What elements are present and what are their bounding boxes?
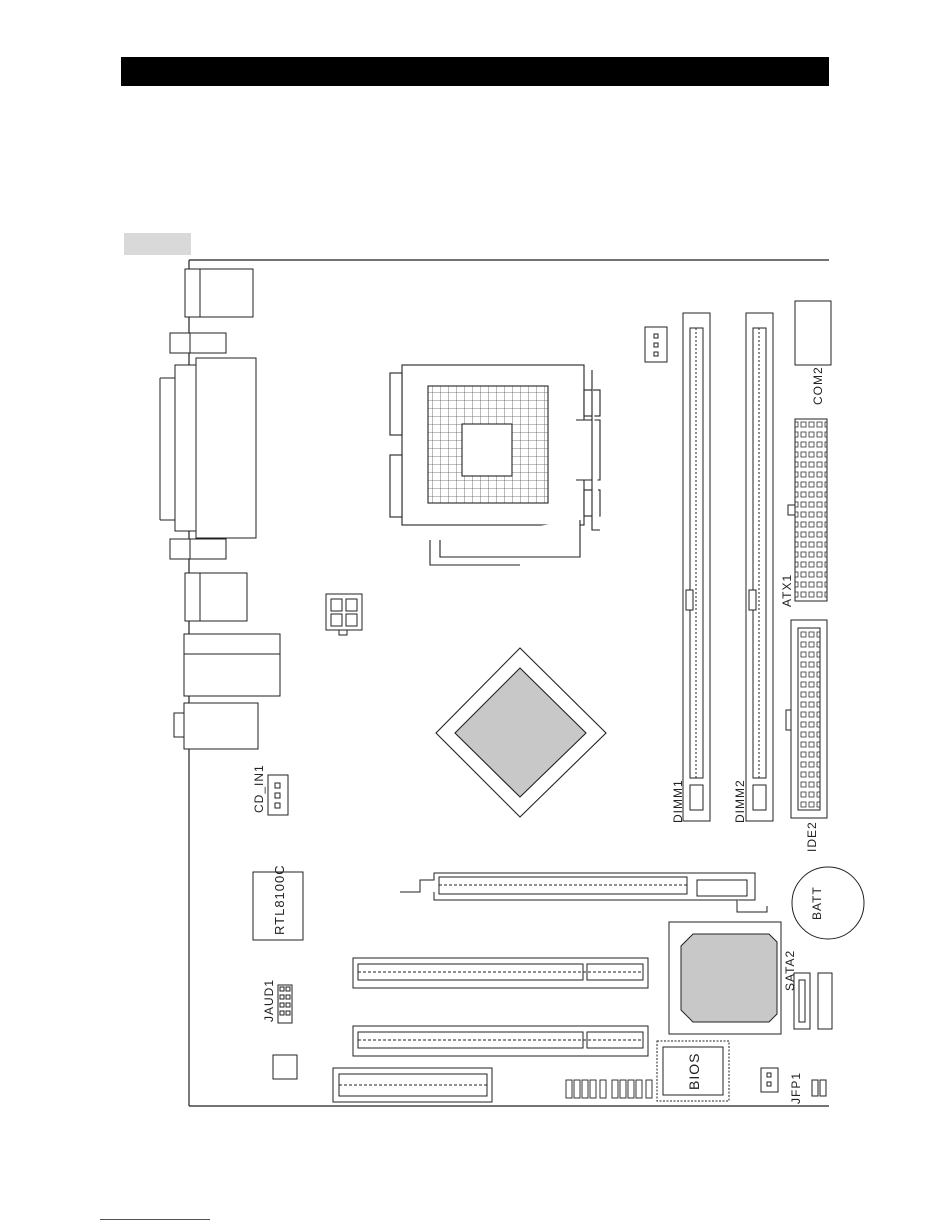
atx-12v-power xyxy=(326,594,362,635)
bottom-slot xyxy=(333,1068,492,1102)
pci-slot-2 xyxy=(353,1026,648,1056)
dimm2-slot xyxy=(746,313,773,821)
ide2-connector xyxy=(786,620,827,818)
cpu-fan-header xyxy=(645,327,667,362)
com2-header xyxy=(795,301,831,365)
footer-rule xyxy=(100,1219,210,1220)
small-chip xyxy=(273,1055,297,1079)
dimm2-label: DIMM2 xyxy=(733,779,747,823)
dimm1-label: DIMM1 xyxy=(671,779,685,823)
ide2-label: IDE2 xyxy=(805,821,819,852)
com2-label: COM2 xyxy=(811,366,825,405)
bottom-pin-headers xyxy=(566,1080,652,1098)
pcie-slot xyxy=(400,873,767,912)
bios-label: BIOS xyxy=(686,1053,702,1090)
battery xyxy=(792,867,864,939)
jaud1-label: JAUD1 xyxy=(262,979,276,1022)
jfp1-label: JFP1 xyxy=(789,1072,803,1104)
sata2-label: SATA2 xyxy=(783,950,797,991)
lan-port xyxy=(184,634,280,696)
ps2-port xyxy=(185,269,253,317)
cd-in1-connector xyxy=(268,775,288,815)
northbridge-chip xyxy=(436,648,606,817)
parallel-port xyxy=(160,358,256,538)
pci-slot-1 xyxy=(353,958,648,988)
sata2-connector xyxy=(794,973,832,1029)
batt-label: BATT xyxy=(810,886,824,920)
southbridge-chip xyxy=(669,922,781,1034)
dimm1-slot xyxy=(683,313,710,821)
atx1-connector xyxy=(788,419,827,601)
usb-port xyxy=(185,573,247,621)
cpu-socket xyxy=(390,365,600,565)
atx1-label: ATX1 xyxy=(780,574,794,607)
rtl8100c-label: RTL8100C xyxy=(272,864,287,935)
cd-in1-label: CD_IN1 xyxy=(252,764,266,813)
audio-jacks xyxy=(174,703,258,749)
jaud1-header xyxy=(278,985,292,1023)
